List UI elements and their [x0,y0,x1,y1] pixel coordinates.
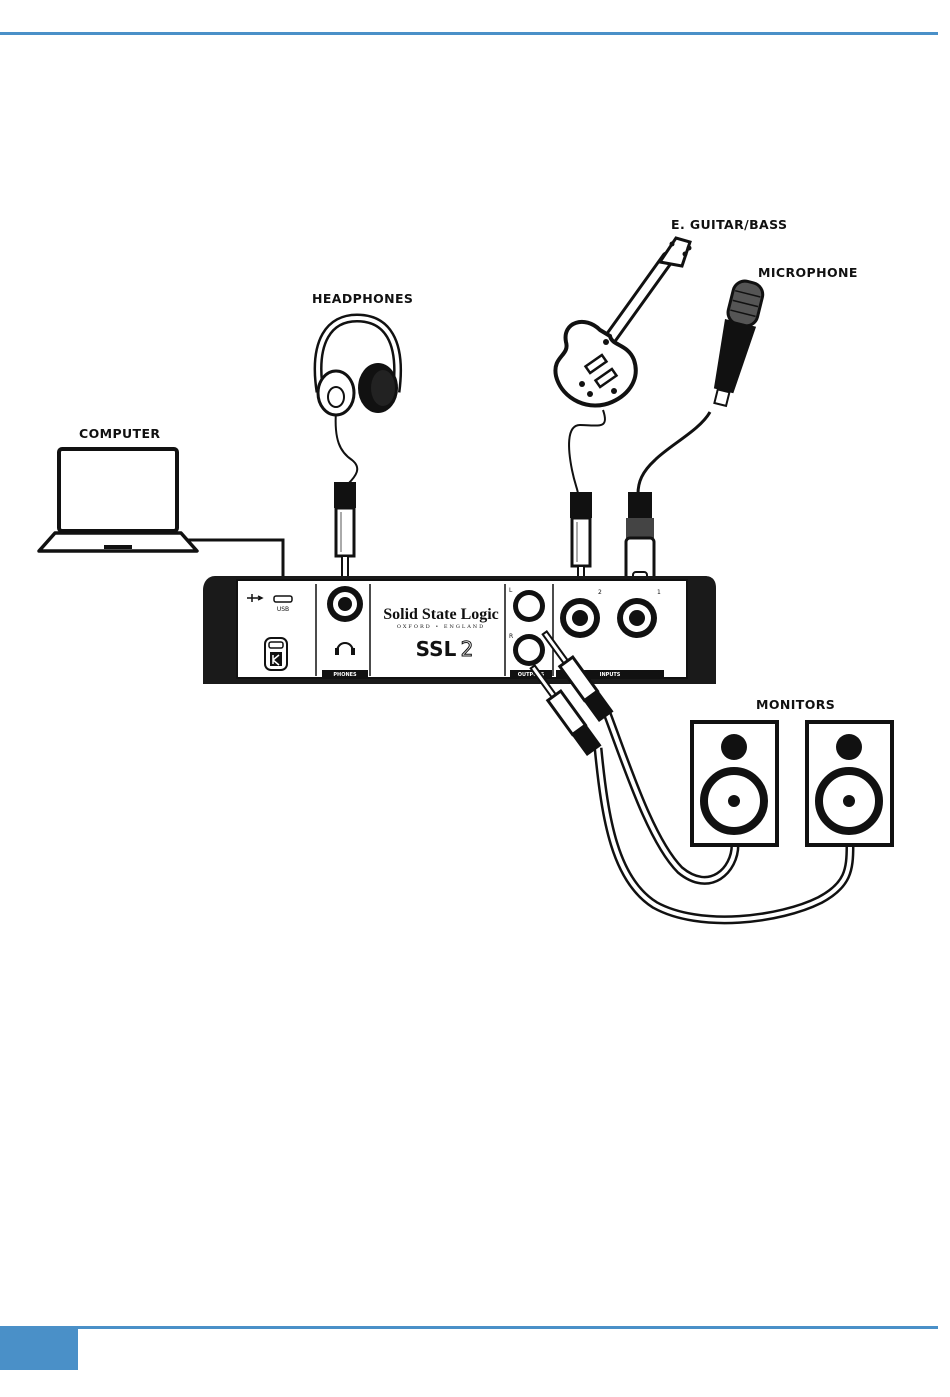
input-2-combo-jack-icon [560,598,600,638]
output-r-jack-icon [513,634,545,666]
input-1-combo-jack-icon [617,598,657,638]
computer-icon [39,449,197,551]
usb-port-icon [274,596,292,602]
headphone-cable [336,411,358,484]
phones-jack-icon [327,586,363,622]
monitor-left-icon [692,722,777,845]
microphone-icon [705,278,767,408]
guitar-cable [569,410,605,494]
ssl2-interface: USB PHONES Solid State Logic OXFORD • EN… [203,576,716,684]
guitar-icon [555,238,691,406]
brand-name: Solid State Logic [383,606,499,623]
kensington-lock-icon [265,638,287,670]
output-l-jack-icon [513,590,545,622]
usb-label: USB [277,606,289,613]
model-name: SSL [416,637,457,661]
output-r-label: R [509,633,513,640]
monitor-right-icon [807,722,892,845]
model-number: 2 [461,637,474,661]
page-number-tab [0,1326,78,1370]
brand-subtitle: OXFORD • ENGLAND [397,624,485,630]
footer-rule [0,1326,938,1329]
input-1-label: 1 [657,589,661,596]
input-2-label: 2 [598,589,602,596]
headphones-icon [318,318,398,415]
microphone-cable [638,412,710,494]
inputs-label: INPUTS [600,672,621,678]
phones-label: PHONES [333,672,357,678]
